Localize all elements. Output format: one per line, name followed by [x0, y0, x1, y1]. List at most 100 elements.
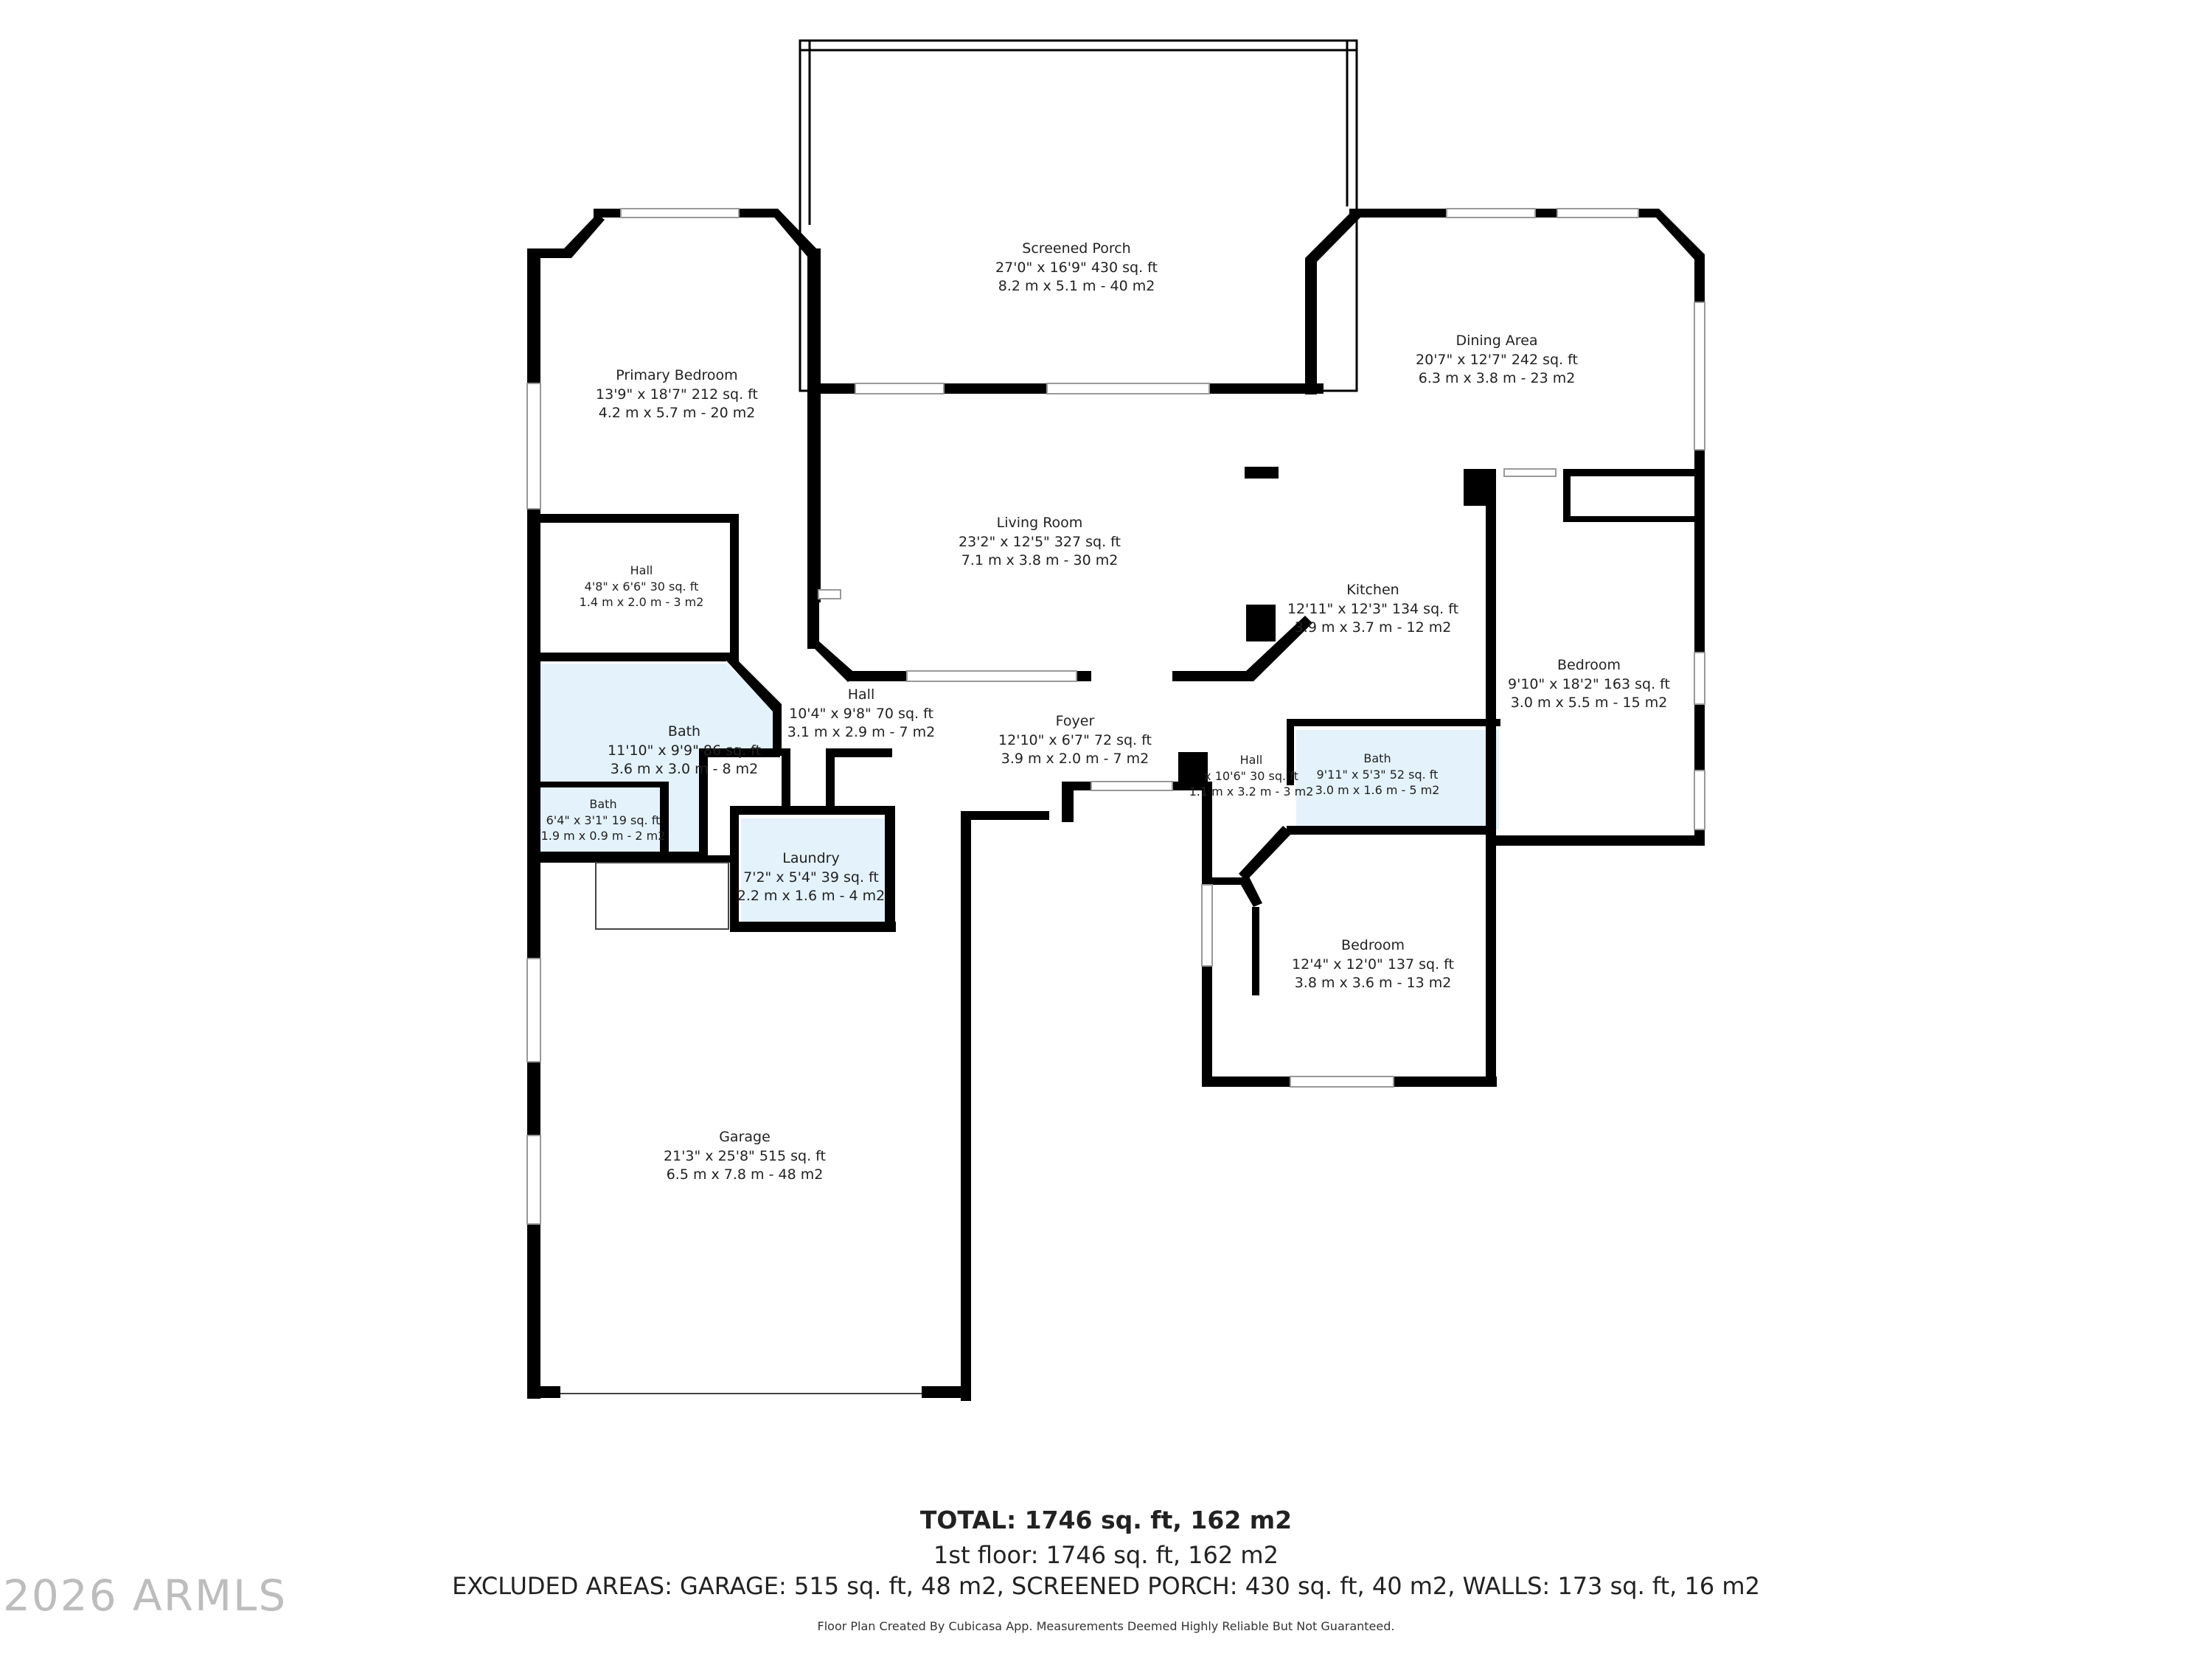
window — [1091, 781, 1173, 791]
room-dims: 4'8" x 6'6" 30 sq. ft — [584, 579, 699, 594]
window — [526, 958, 541, 1062]
wall — [1486, 469, 1496, 845]
wall — [527, 514, 737, 523]
room-name: Hall — [630, 563, 653, 577]
room-hall-east: Hall x 10'6" 30 sq. ft 1.1 m x 3.2 m - 3… — [1189, 752, 1314, 800]
wall — [807, 590, 819, 649]
wall — [961, 811, 1049, 820]
wall — [961, 811, 971, 1401]
wall — [1245, 467, 1279, 479]
total-area: TOTAL: 1746 sq. ft, 162 m2 — [919, 1506, 1293, 1534]
laundry-fill — [741, 818, 888, 922]
wall — [1246, 616, 1312, 681]
floor-area: 1st floor: 1746 sq. ft, 162 m2 — [933, 1541, 1279, 1569]
room-kitchen: Kitchen 12'11" x 12'3" 134 sq. ft 3.9 m … — [1287, 581, 1458, 638]
wall — [660, 782, 669, 855]
wall — [807, 248, 821, 602]
wall — [1486, 835, 1705, 846]
bath-half-fill — [538, 789, 671, 855]
room-name: Hall — [1239, 753, 1263, 767]
windows — [526, 208, 1705, 1225]
wall — [826, 748, 835, 807]
wall — [730, 806, 888, 815]
room-metric: 1.4 m x 2.0 m - 3 m2 — [579, 595, 704, 610]
room-dims: 10'4" x 9'8" 70 sq. ft — [789, 705, 933, 722]
room-dims: 7'2" x 5'4" 39 sq. ft — [743, 869, 879, 886]
room-foyer: Foyer 12'10" x 6'7" 72 sq. ft 3.9 m x 2.… — [998, 712, 1152, 769]
wall — [1287, 719, 1294, 785]
room-dims: x 10'6" 30 sq. ft — [1204, 768, 1298, 783]
room-name: Garage — [719, 1129, 771, 1145]
room-dims: 21'3" x 25'8" 515 sq. ft — [664, 1147, 826, 1164]
room-hall-center: Hall 10'4" x 9'8" 70 sq. ft 3.1 m x 2.9 … — [787, 686, 936, 742]
room-name: Bath — [667, 723, 701, 740]
window — [1446, 208, 1536, 218]
window — [1694, 302, 1705, 451]
wall — [527, 653, 726, 661]
room-name: Foyer — [1055, 713, 1095, 729]
room-bedroom-south: Bedroom 12'4" x 12'0" 137 sq. ft 3.8 m x… — [1292, 936, 1454, 993]
wall — [1563, 516, 1696, 522]
wall — [1563, 469, 1703, 476]
window — [526, 1135, 541, 1225]
room-dims: 13'9" x 18'7" 212 sq. ft — [596, 386, 758, 403]
wall — [719, 653, 782, 712]
room-dims: 11'10" x 9'9" 86 sq. ft — [608, 742, 761, 759]
room-name: Screened Porch — [1022, 240, 1131, 257]
room-dining-area: Dining Area 20'7" x 12'7" 242 sq. ft 6.3… — [1416, 332, 1578, 389]
room-metric: 3.0 m x 1.6 m - 5 m2 — [1315, 783, 1440, 798]
room-metric: 3.6 m x 3.0 m - 8 m2 — [610, 761, 759, 778]
wall — [1305, 210, 1360, 262]
wall — [527, 782, 667, 787]
garage-storage-outline — [595, 862, 729, 930]
room-dims: 6'4" x 3'1" 19 sq. ft — [546, 813, 661, 827]
room-bath-half: Bath 6'4" x 3'1" 19 sq. ft 1.9 m x 0.9 m… — [541, 796, 666, 844]
wall — [699, 748, 708, 859]
wall — [1648, 209, 1705, 260]
window — [818, 589, 841, 599]
room-metric: 6.5 m x 7.8 m - 48 m2 — [666, 1166, 824, 1183]
room-name: Bath — [589, 797, 617, 811]
room-metric: 3.9 m x 3.7 m - 12 m2 — [1294, 619, 1452, 636]
window — [1557, 208, 1639, 218]
room-name: Kitchen — [1346, 582, 1399, 598]
wall — [1239, 874, 1262, 907]
room-dims: 12'4" x 12'0" 137 sq. ft — [1292, 956, 1454, 973]
room-metric: 1.9 m x 0.9 m - 2 m2 — [540, 829, 666, 844]
room-dims: 12'10" x 6'7" 72 sq. ft — [998, 731, 1152, 748]
window — [1290, 1076, 1394, 1088]
wall — [527, 1386, 560, 1398]
room-metric: 3.1 m x 2.9 m - 7 m2 — [787, 724, 936, 741]
room-name: Living Room — [996, 515, 1083, 531]
window — [1694, 770, 1705, 830]
wall — [1563, 469, 1571, 521]
bath-fills — [538, 664, 1499, 922]
wall — [527, 214, 605, 258]
window — [1694, 652, 1705, 705]
room-living-room: Living Room 23'2" x 12'5" 327 sq. ft 7.1… — [959, 514, 1121, 571]
wall — [1209, 877, 1246, 885]
wall — [807, 641, 857, 682]
wall — [527, 855, 730, 863]
window — [526, 383, 541, 509]
wall — [1252, 907, 1259, 995]
room-dims: 9'11" x 5'3" 52 sq. ft — [1316, 767, 1439, 782]
room-bath-east: Bath 9'11" x 5'3" 52 sq. ft 3.0 m x 1.6 … — [1315, 751, 1440, 799]
room-primary-bedroom: Primary Bedroom 13'9" x 18'7" 212 sq. ft… — [596, 366, 758, 423]
room-name: Dining Area — [1455, 333, 1538, 349]
room-name: Bedroom — [1341, 937, 1405, 953]
room-name: Bedroom — [1557, 657, 1621, 673]
room-metric: 7.1 m x 3.8 m - 30 m2 — [961, 552, 1119, 569]
wall — [1486, 833, 1496, 1087]
room-name: Bath — [1363, 751, 1391, 765]
room-hall-primary: Hall 4'8" x 6'6" 30 sq. ft 1.4 m x 2.0 m… — [580, 563, 704, 611]
room-name: Laundry — [782, 850, 840, 866]
wall — [922, 1386, 971, 1398]
excluded-areas: EXCLUDED AREAS: GARAGE: 515 sq. ft, 48 m… — [452, 1572, 1760, 1600]
room-dims: 27'0" x 16'9" 430 sq. ft — [995, 259, 1158, 276]
wall — [885, 806, 895, 931]
wall — [1239, 826, 1292, 881]
room-screened-porch: Screened Porch 27'0" x 16'9" 430 sq. ft … — [995, 240, 1158, 296]
room-bedroom-east: Bedroom 9'10" x 18'2" 163 sq. ft 3.0 m x… — [1508, 656, 1670, 713]
